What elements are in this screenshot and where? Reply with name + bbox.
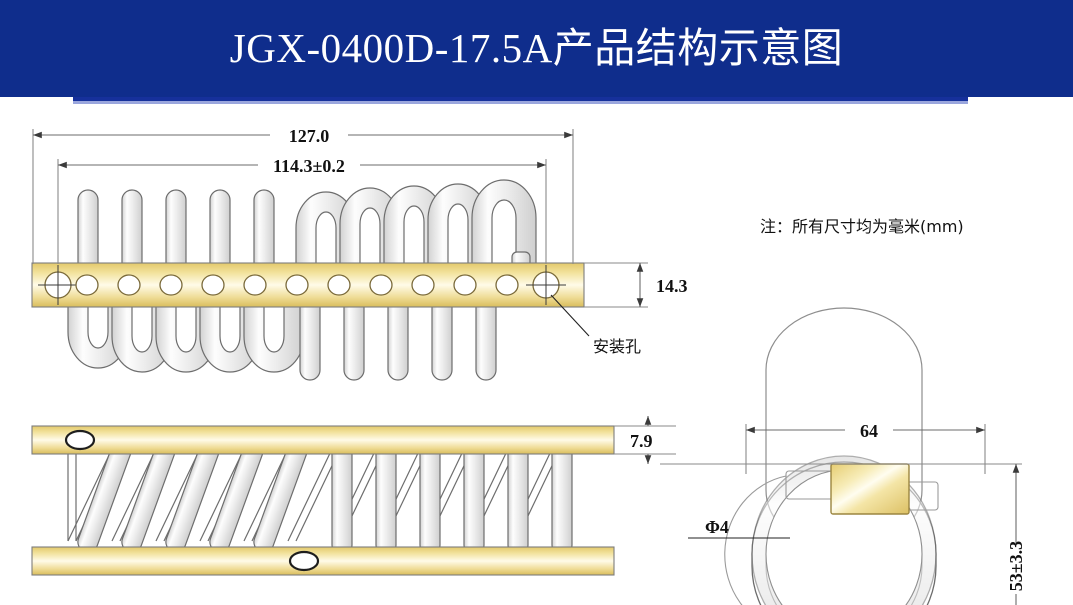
dimension-coil-width: 64 bbox=[745, 421, 986, 474]
top-view: 127.0 114.3±0.2 14.3 安装孔 bbox=[31, 126, 688, 381]
cable-holes bbox=[75, 274, 519, 296]
callout-mounting-hole: 安装孔 bbox=[550, 294, 641, 356]
callout-label-mounting-hole: 安装孔 bbox=[593, 337, 641, 356]
front-view: 7.9 bbox=[31, 416, 676, 576]
front-view-upper-bar bbox=[31, 425, 615, 455]
side-view-clamp-block-top bbox=[830, 463, 910, 515]
dimension-cable-diameter: Φ4 bbox=[688, 517, 790, 539]
dimension-label-64: 64 bbox=[860, 421, 878, 441]
page-title: JGX-0400D-17.5A产品结构示意图 bbox=[229, 25, 844, 71]
front-view-lower-bar bbox=[31, 546, 615, 576]
front-view-lower-bar-hole bbox=[288, 550, 320, 572]
dimension-label-114: 114.3±0.2 bbox=[273, 156, 345, 176]
title-banner: JGX-0400D-17.5A产品结构示意图 bbox=[0, 0, 1073, 97]
front-view-front-strands bbox=[77, 434, 573, 556]
banner-rule-dark bbox=[73, 97, 968, 101]
front-view-upper-bar-hole bbox=[64, 429, 96, 451]
dimension-hole-spacing: 114.3±0.2 bbox=[57, 156, 547, 264]
banner-rule-light bbox=[73, 101, 968, 104]
top-view-cable-right bbox=[295, 179, 537, 381]
dimension-label-7-9: 7.9 bbox=[630, 431, 653, 451]
mounting-hole-left bbox=[38, 265, 78, 305]
top-view-gold-bar bbox=[31, 262, 585, 308]
dimension-overall-length: 127.0 bbox=[32, 126, 574, 264]
dimension-label-127: 127.0 bbox=[289, 126, 330, 146]
dimension-bar-width: 14.3 bbox=[584, 262, 688, 308]
note-block: 注：所有尺寸均为毫米(mm) bbox=[760, 217, 964, 236]
dimension-coil-height: 53±3.3 bbox=[660, 463, 1026, 605]
dimension-label-14-3: 14.3 bbox=[656, 276, 688, 296]
note-text: 注：所有尺寸均为毫米(mm) bbox=[760, 217, 964, 236]
dimension-label-53: 53±3.3 bbox=[1006, 541, 1026, 591]
technical-drawing: 127.0 114.3±0.2 14.3 安装孔 bbox=[0, 104, 1073, 605]
dimension-bar-thickness: 7.9 bbox=[614, 416, 676, 464]
dimension-label-phi4: Φ4 bbox=[705, 517, 729, 537]
side-view-coil-ring bbox=[724, 307, 939, 605]
side-view: 64 53±3.3 Φ4 bbox=[660, 307, 1026, 605]
mounting-hole-right bbox=[526, 265, 566, 305]
